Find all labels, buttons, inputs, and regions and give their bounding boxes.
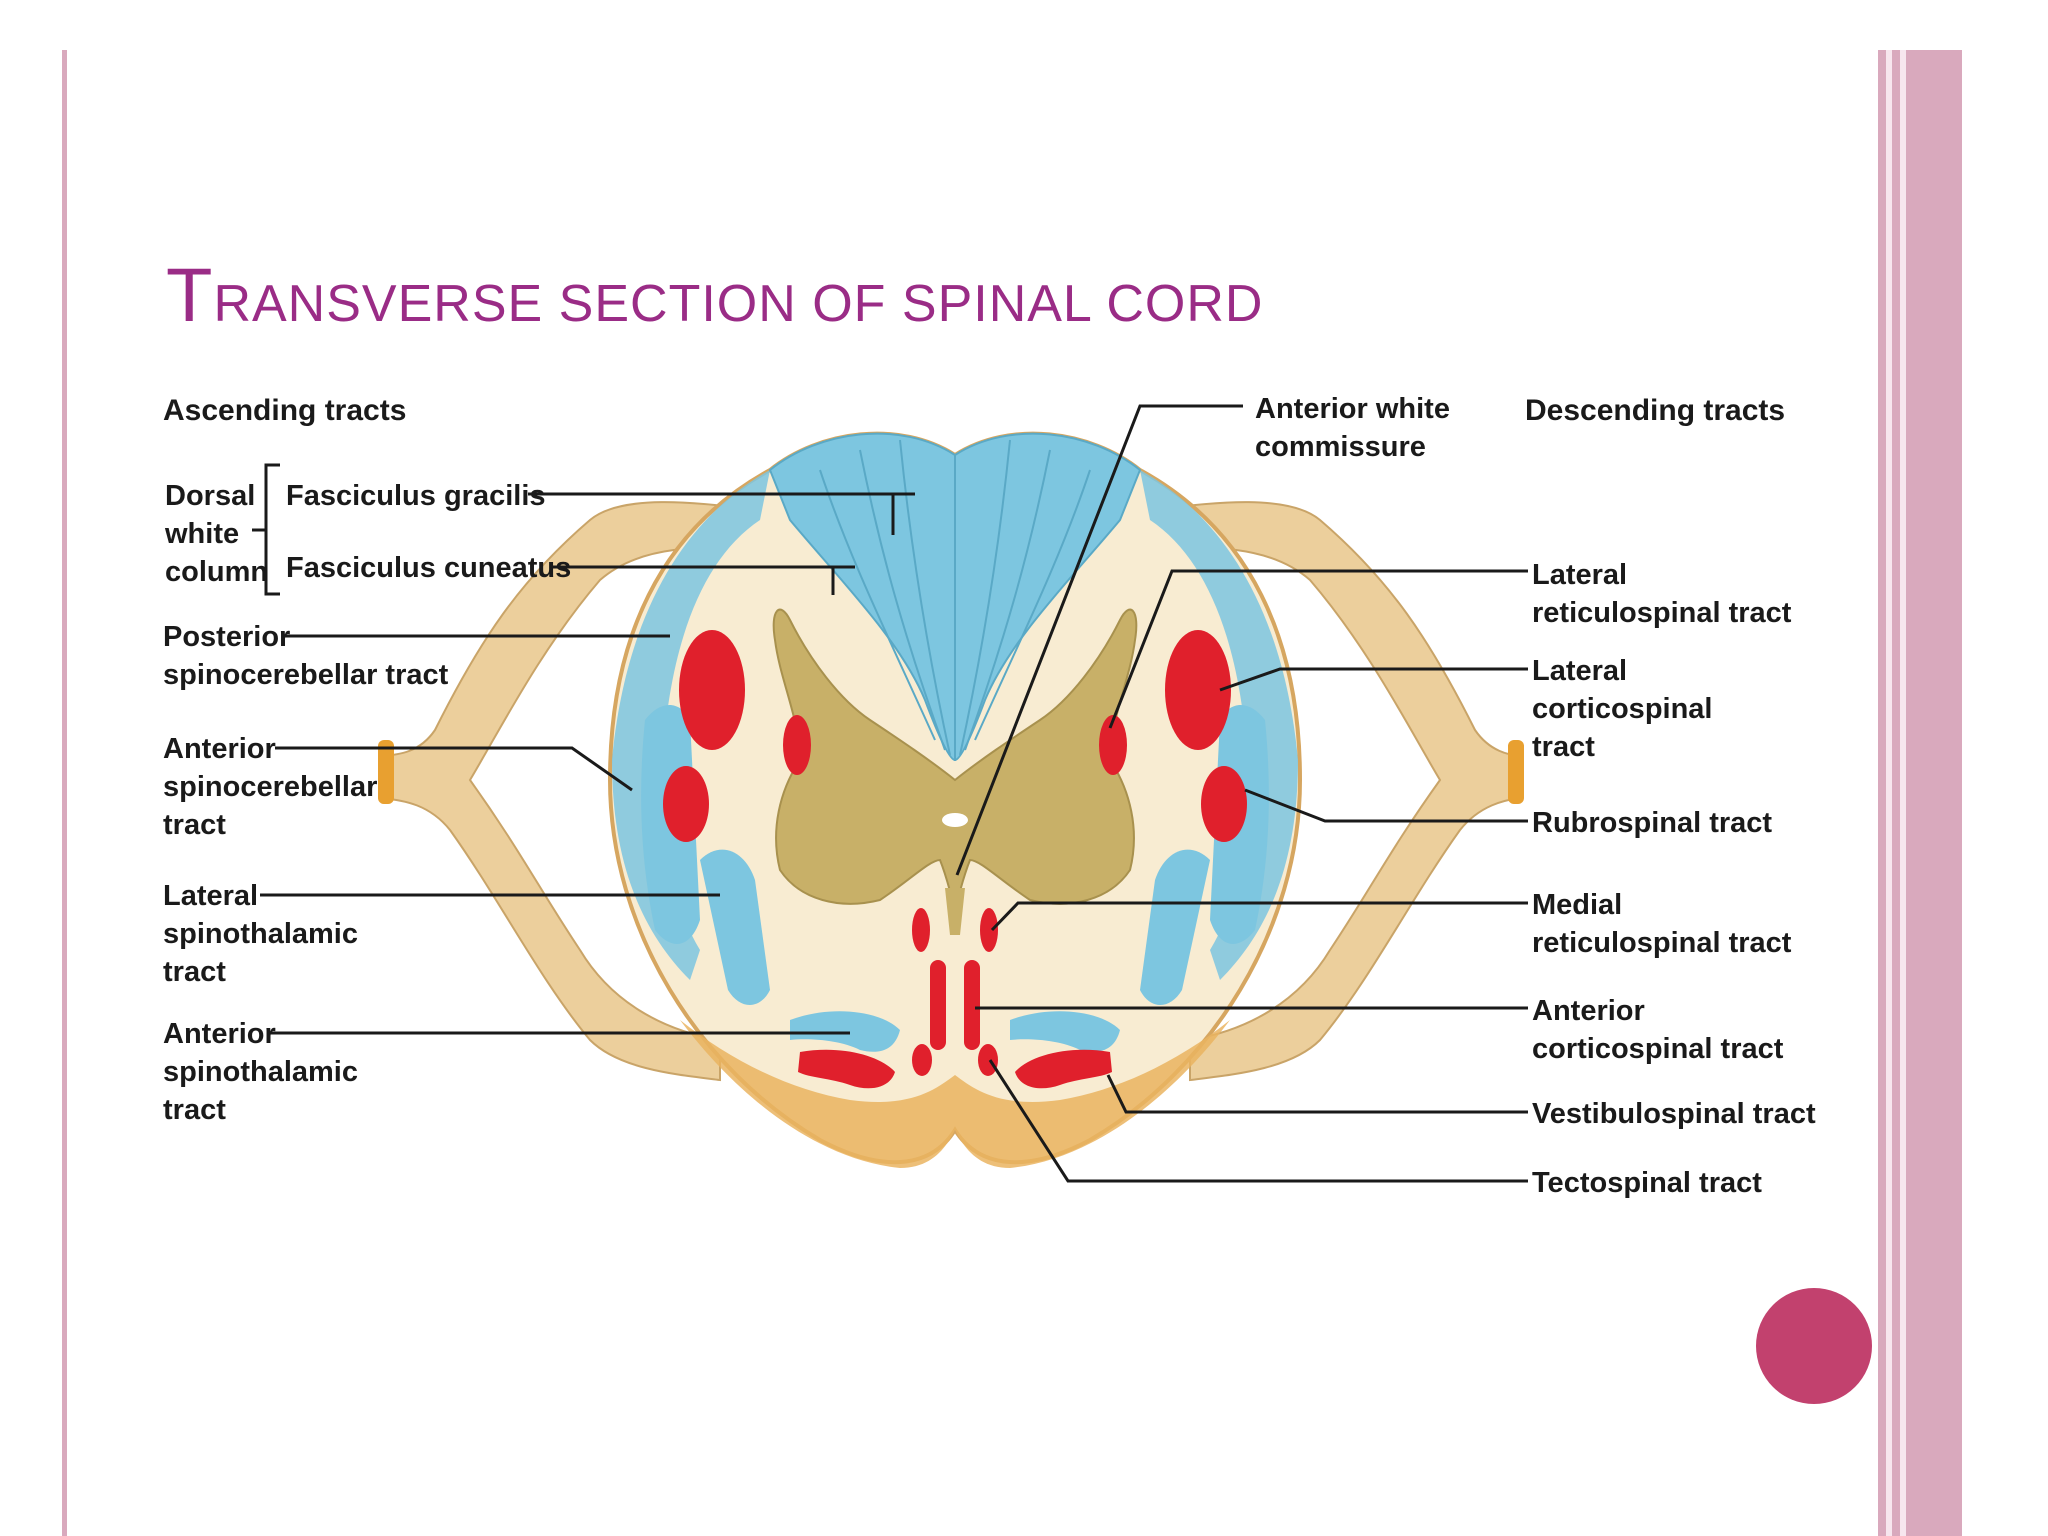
left-nerve-root [379, 501, 771, 1082]
anterior-corticospinal-label-2: corticospinal tract [1532, 1033, 1784, 1065]
lateral-reticulospinal-label-2: reticulospinal tract [1532, 597, 1792, 629]
anterior-corticospinal-label-1: Anterior [1532, 995, 1645, 1027]
leader-rubrospinal [1244, 788, 1528, 823]
left-lateral-corticospinal-region [679, 630, 745, 750]
leader-lateral-reticulospinal [1108, 569, 1528, 729]
lateral-corticospinal-label-2: corticospinal [1532, 693, 1713, 725]
leader-medial-reticulospinal [990, 901, 1528, 932]
anterior-spinocerebellar-label-2: spinocerebellar [163, 771, 377, 803]
accent-dot [1756, 1288, 1872, 1404]
lateral-corticospinal-label-1: Lateral [1532, 655, 1627, 687]
left-nerve-end [378, 740, 394, 804]
right-lateral-corticospinal-region [1165, 630, 1231, 750]
anterior-median-fissure [945, 888, 965, 935]
left-lateral-reticulospinal-region [783, 715, 811, 775]
lateral-reticulospinal-label-1: Lateral [1532, 559, 1627, 591]
anterior-spinothalamic-label-2: spinothalamic [163, 1056, 358, 1088]
anterior-white-commissure-label-1: Anterior white [1255, 393, 1450, 425]
central-canal [942, 813, 968, 827]
leader-anterior-white-commissure [955, 404, 1243, 876]
anterior-spinocerebellar-label-3: tract [163, 809, 226, 841]
anterior-white-commissure-label-2: commissure [1255, 431, 1426, 463]
slide-title: TRANSVERSE SECTION OF SPINAL CORD [166, 252, 1263, 339]
right-border-gap-1 [1886, 50, 1892, 1536]
leader-vestibulospinal [1106, 1074, 1528, 1114]
right-border-gap-2 [1900, 50, 1906, 1536]
dorsal-column-bracket [252, 463, 280, 596]
leader-anterior-spinocerebellar [275, 746, 633, 792]
left-vestibulospinal-region [798, 1049, 895, 1089]
dorsal-label-line-3: column [165, 556, 268, 588]
right-tectospinal-region [978, 1044, 998, 1076]
lateral-spinothalamic-label-2: spinothalamic [163, 918, 358, 950]
right-rubrospinal-region [1201, 766, 1247, 842]
anterior-spinocerebellar-label-1: Anterior [163, 733, 276, 765]
leader-lateral-corticospinal [1219, 667, 1528, 692]
lateral-spinothalamic-label-3: tract [163, 956, 226, 988]
medial-reticulospinal-label-1: Medial [1532, 889, 1622, 921]
slide-title-first-letter: T [166, 253, 214, 338]
rubrospinal-label: Rubrospinal tract [1532, 807, 1772, 839]
lateral-spinothalamic-label-1: Lateral [163, 880, 258, 912]
vestibulospinal-label: Vestibulospinal tract [1532, 1098, 1816, 1130]
anterior-spinothalamic-label-1: Anterior [163, 1018, 276, 1050]
lateral-corticospinal-label-3: tract [1532, 731, 1595, 763]
right-anterior-spinothalamic-region [1010, 1011, 1120, 1052]
left-rubrospinal-region [663, 766, 709, 842]
right-medial-reticulospinal-region [980, 908, 998, 952]
left-lateral-spinothalamic-region [700, 849, 770, 1005]
right-nerve-end [1508, 740, 1524, 804]
posterior-spinocerebellar-label-1: Posterior [163, 621, 290, 653]
posterior-spinocerebellar-label-2: spinocerebellar tract [163, 659, 449, 691]
right-anterior-corticospinal-region [964, 960, 980, 1050]
left-anterior-corticospinal-region [930, 960, 946, 1050]
right-lateral-reticulospinal-region [1099, 715, 1127, 775]
dorsal-label-line-1: Dorsal [165, 480, 255, 512]
fasciculus-gracilis-label: Fasciculus gracilis [286, 480, 546, 512]
left-border-line [62, 50, 67, 1536]
right-nerve-root [1139, 501, 1521, 1082]
right-vestibulospinal-region [1015, 1049, 1112, 1089]
fasciculus-cuneatus-label: Fasciculus cuneatus [286, 552, 571, 584]
ascending-tracts-header: Ascending tracts [163, 394, 406, 427]
medial-reticulospinal-label-2: reticulospinal tract [1532, 927, 1792, 959]
anterior-spinothalamic-label-3: tract [163, 1094, 226, 1126]
leader-tectospinal [988, 1059, 1528, 1183]
slide-title-rest: RANSVERSE SECTION OF SPINAL CORD [213, 275, 1264, 333]
cord-anterior-rim [680, 1020, 1230, 1168]
descending-tracts-header: Descending tracts [1525, 394, 1785, 427]
right-border-band [1878, 50, 1962, 1536]
left-tectospinal-region [912, 1044, 932, 1076]
tectospinal-label: Tectospinal tract [1532, 1167, 1762, 1199]
dorsal-column-fascicle-lines [819, 439, 1091, 756]
right-lateral-spinothalamic-region [1140, 849, 1210, 1005]
left-medial-reticulospinal-region [912, 908, 930, 952]
dorsal-label-line-2: white [164, 518, 239, 550]
